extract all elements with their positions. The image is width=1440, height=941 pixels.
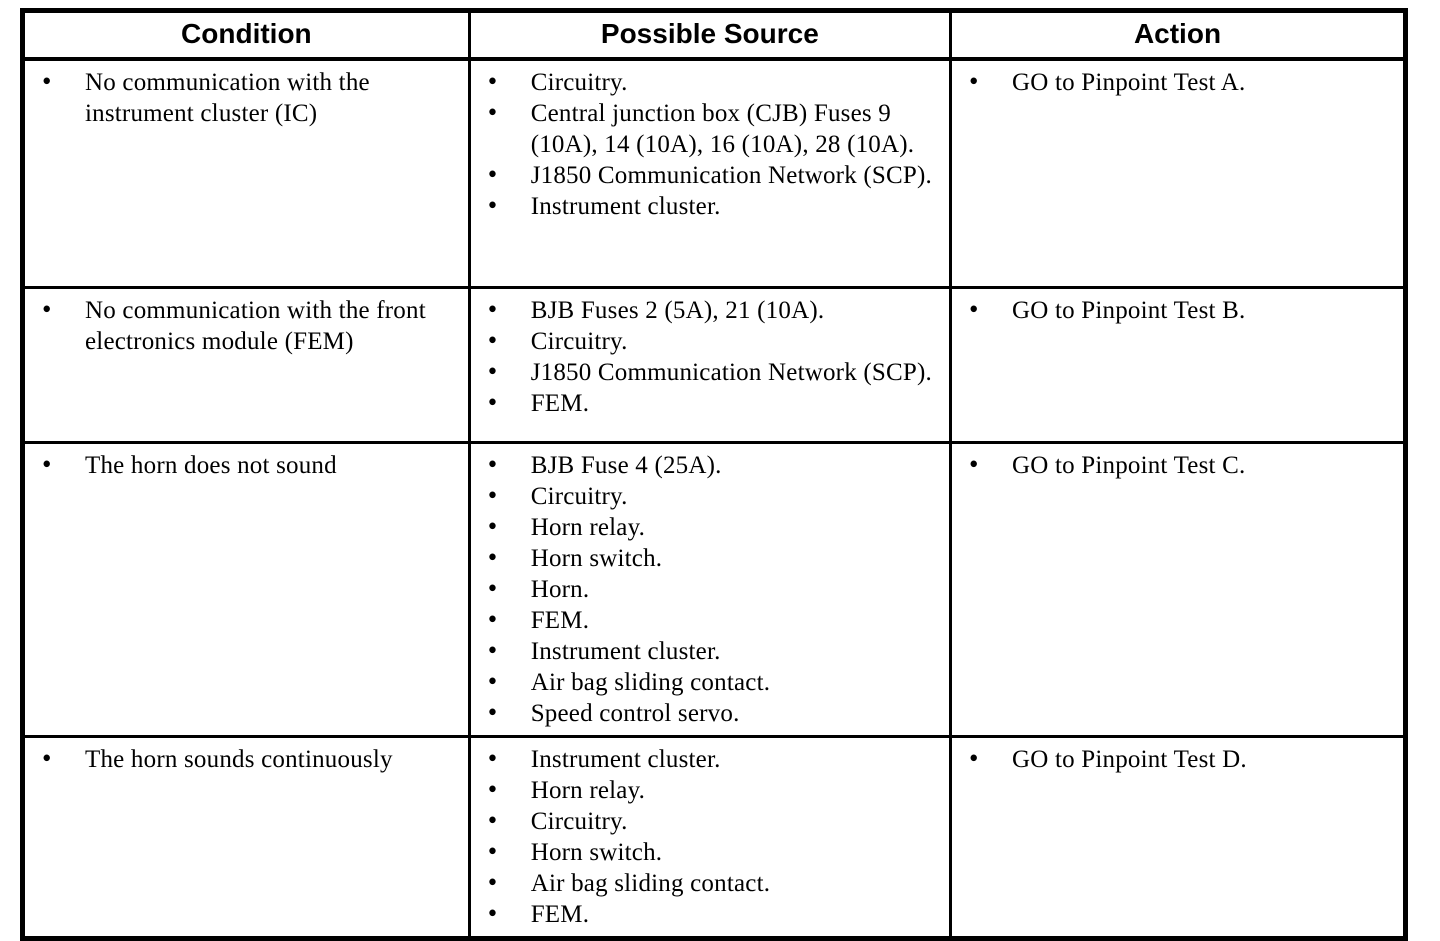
source-list: BJB Fuse 4 (25A).Circuitry.Horn relay.Ho…: [471, 449, 941, 729]
bullet-item: Instrument cluster.: [471, 635, 941, 667]
scanned-page: Condition Possible Source Action No comm…: [20, 8, 1408, 941]
bullet-item: Circuitry.: [471, 480, 941, 512]
bullet-item: Instrument cluster.: [471, 743, 941, 775]
diagnostic-table: Condition Possible Source Action No comm…: [20, 8, 1408, 941]
action-list: GO to Pinpoint Test B.: [952, 294, 1395, 326]
bullet-item: Central junction box (CJB) Fuses 9 (10A)…: [471, 97, 941, 160]
condition-list: No communication with the instrument clu…: [25, 66, 460, 129]
bullet-item: Horn.: [471, 573, 941, 605]
table-row: No communication with the front electron…: [21, 285, 1408, 444]
bullet-item: Circuitry.: [471, 805, 941, 837]
possible-source-cell: BJB Fuse 4 (25A).Circuitry.Horn relay.Ho…: [467, 440, 952, 738]
condition-list: The horn does not sound: [25, 449, 460, 481]
bullet-item: BJB Fuse 4 (25A).: [471, 449, 941, 481]
condition-list: No communication with the front electron…: [25, 294, 460, 357]
bullet-item: FEM.: [471, 898, 941, 930]
action-list: GO to Pinpoint Test A.: [952, 66, 1395, 98]
bullet-item: Air bag sliding contact.: [471, 867, 941, 899]
action-cell: GO to Pinpoint Test D.: [948, 734, 1408, 940]
bullet-item: Circuitry.: [471, 325, 941, 357]
bullet-item: Horn switch.: [471, 542, 941, 574]
table-header-row: Condition Possible Source Action: [21, 9, 1408, 61]
bullet-item: Horn relay.: [471, 511, 941, 543]
bullet-item: GO to Pinpoint Test B.: [952, 294, 1395, 326]
condition-cell: No communication with the front electron…: [21, 285, 471, 444]
bullet-item: FEM.: [471, 387, 941, 419]
action-cell: GO to Pinpoint Test C.: [948, 440, 1408, 738]
bullet-item: No communication with the instrument clu…: [25, 66, 460, 129]
bullet-item: Air bag sliding contact.: [471, 666, 941, 698]
bullet-item: The horn does not sound: [25, 449, 460, 481]
action-cell: GO to Pinpoint Test B.: [948, 285, 1408, 444]
condition-cell: The horn does not sound: [21, 440, 471, 738]
possible-source-cell: Circuitry.Central junction box (CJB) Fus…: [467, 57, 952, 289]
bullet-item: J1850 Communication Network (SCP).: [471, 356, 941, 388]
condition-list: The horn sounds continuously: [25, 743, 460, 775]
bullet-item: GO to Pinpoint Test D.: [952, 743, 1395, 775]
table-row: The horn does not sound BJB Fuse 4 (25A)…: [21, 440, 1408, 738]
table-row: No communication with the instrument clu…: [21, 57, 1408, 289]
column-header-condition: Condition: [21, 9, 471, 61]
possible-source-cell: Instrument cluster.Horn relay.Circuitry.…: [467, 734, 952, 940]
condition-cell: The horn sounds continuously: [21, 734, 471, 940]
column-header-action: Action: [948, 9, 1408, 61]
table-row: The horn sounds continuously Instrument …: [21, 734, 1408, 940]
bullet-item: Horn switch.: [471, 836, 941, 868]
source-list: BJB Fuses 2 (5A), 21 (10A).Circuitry.J18…: [471, 294, 941, 419]
bullet-item: J1850 Communication Network (SCP).: [471, 159, 941, 191]
bullet-item: Instrument cluster.: [471, 190, 941, 222]
source-list: Instrument cluster.Horn relay.Circuitry.…: [471, 743, 941, 930]
column-header-possible-source: Possible Source: [467, 9, 952, 61]
bullet-item: GO to Pinpoint Test C.: [952, 449, 1395, 481]
condition-cell: No communication with the instrument clu…: [21, 57, 471, 289]
action-cell: GO to Pinpoint Test A.: [948, 57, 1408, 289]
bullet-item: Circuitry.: [471, 66, 941, 98]
bullet-item: The horn sounds continuously: [25, 743, 460, 775]
possible-source-cell: BJB Fuses 2 (5A), 21 (10A).Circuitry.J18…: [467, 285, 952, 444]
bullet-item: No communication with the front electron…: [25, 294, 460, 357]
bullet-item: FEM.: [471, 604, 941, 636]
table-body: No communication with the instrument clu…: [21, 57, 1408, 940]
bullet-item: BJB Fuses 2 (5A), 21 (10A).: [471, 294, 941, 326]
action-list: GO to Pinpoint Test D.: [952, 743, 1395, 775]
action-list: GO to Pinpoint Test C.: [952, 449, 1395, 481]
bullet-item: Speed control servo.: [471, 697, 941, 729]
bullet-item: GO to Pinpoint Test A.: [952, 66, 1395, 98]
bullet-item: Horn relay.: [471, 774, 941, 806]
source-list: Circuitry.Central junction box (CJB) Fus…: [471, 66, 941, 222]
